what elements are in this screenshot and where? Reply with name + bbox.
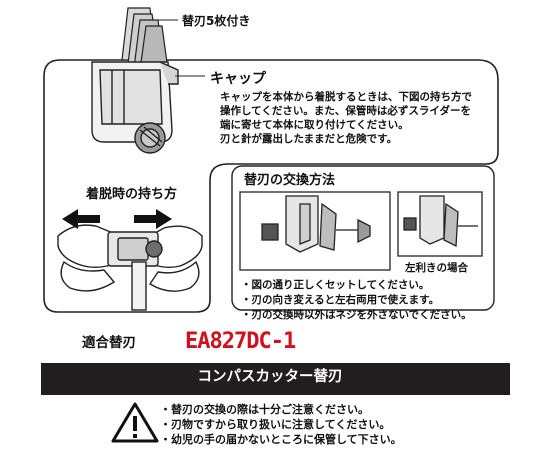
cap-description-line: キャップを本体から着脱するときは、下図の持ち方で: [220, 91, 472, 103]
cap-description-line: 操作してください。また、保管時は必ずスライダーを: [220, 105, 471, 117]
cap-description-line: 刃と針が露出したままだと危険です。: [220, 133, 398, 145]
holding-method-title: 着脱時の持ち方: [86, 187, 178, 202]
model-number: EA827DC-1: [185, 329, 296, 354]
warning-icon: [111, 402, 159, 443]
warning-line: ・幼児の手の届かないところに保管して下さい。: [160, 433, 402, 446]
warning-line: ・刃物ですから取り扱いに注意してください。: [160, 418, 391, 431]
exchange-note: ・刃の向き変えると左右両用で使えます。: [241, 294, 440, 306]
exchange-note: ・図の通り正しくセットしてください。: [241, 279, 430, 291]
knob-icon: [134, 122, 166, 154]
exchange-note: ・刃の交換時以外はネジを外さないでください。: [241, 309, 472, 321]
warning-line: ・替刃の交換の際は十分ご注意ください。: [160, 403, 369, 416]
product-name-bar: [41, 363, 510, 395]
blade-exchange-title: 替刃の交換方法: [244, 173, 336, 188]
spare-blades-icon: [121, 7, 169, 71]
cap-title: キャップ: [210, 71, 266, 87]
blade-exchange-diagram: [239, 191, 391, 271]
spare-blades-label: 替刃5枚付き: [182, 14, 251, 28]
cap-description-line: 端に寄せて本体に取り付けてください。: [220, 119, 409, 131]
cap-holder-icon: [91, 61, 179, 143]
right-arrow-icon: [134, 209, 172, 229]
compatible-blade-label: 適合替刃: [82, 335, 136, 351]
left-arrow-icon: [62, 209, 100, 229]
hands-holding-icon: [57, 224, 203, 311]
left-hand-label: 左利きの場合: [405, 262, 468, 274]
product-name: コンパスカッター替刃: [197, 369, 343, 385]
left-hand-diagram: [397, 191, 483, 257]
exchange-frame: [231, 165, 495, 311]
